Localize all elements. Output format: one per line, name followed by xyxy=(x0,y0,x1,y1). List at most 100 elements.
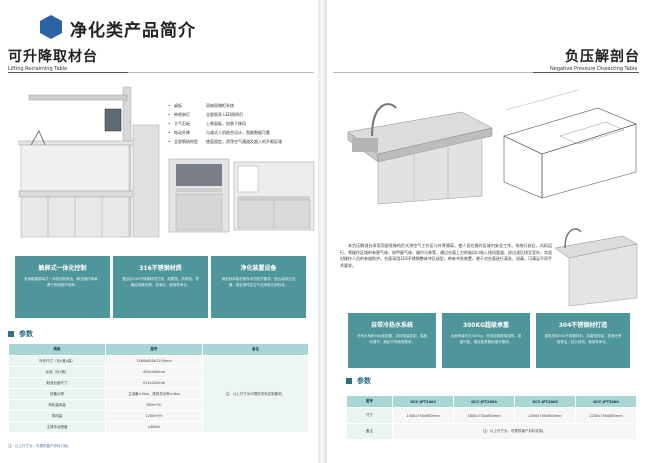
card-title: 300KG超级承重 xyxy=(462,322,510,329)
feature-item: •大气石板 上装面板，加装下移风 xyxy=(168,119,313,128)
feature-text: 全屏照亮 LED照明灯 xyxy=(206,112,244,117)
table-cell: 1500x750x850mm xyxy=(392,407,454,424)
card-description: 台面承重可达300kg，采用加强框架结构，稳固可靠，满足各类解剖操作需求。 xyxy=(450,334,522,344)
table-cell: 主操作台照度 xyxy=(8,421,106,433)
table-cell: 主设备≥3kw，排风总功率≥4kw xyxy=(105,388,203,400)
lifting-table-detail-image-2 xyxy=(233,161,315,231)
right-product-title: 负压解剖台 xyxy=(565,49,640,65)
feature-card-control: 触屏式一体化控制 采用触摸屏幕式一体化控制系统，解决操作简单，便于系统维护保养。 xyxy=(15,256,110,318)
feature-text: 大气石板 xyxy=(174,121,190,126)
page-title: 净化类产品简介 xyxy=(70,21,196,41)
table-cell: 排风量 xyxy=(8,410,106,422)
table-cell: 注：以上尺寸为，可提供客户非标定制。 xyxy=(392,423,637,440)
feature-text: 上装面板，加装下移风 xyxy=(206,121,246,126)
feature-text: • xyxy=(168,121,171,126)
card-title: 净化装置设备 xyxy=(240,265,277,272)
feature-text: • xyxy=(168,112,171,117)
table-cell: 注：以上尺寸为可提供非标定制服务。 xyxy=(202,355,309,433)
table-cell: GCC-JPT2400 xyxy=(392,395,454,408)
table-cell: GCC-JPT2800 xyxy=(514,395,576,408)
feature-card-steel: 304不锈钢材打造 整机采用304不锈钢材料，抗腐蚀性强，表面光滑易清洁，经久耐… xyxy=(536,313,630,368)
table-row: 备注 注：以上尺寸为，可提供客户非标定制。 xyxy=(346,423,637,440)
table-row: 尺寸 1500x750x850mm 1800x750x850mm 2000x75… xyxy=(346,407,637,424)
card-description: 满足标本取材操作中的防护要求，配合高效过滤器，保证操作区空气洁净度达到标准。 xyxy=(221,277,296,287)
table-header-row: 型号 GCC-JPT2400 GCC-JPT2600 GCC-JPT2800 G… xyxy=(346,395,637,408)
table-cell: 规格 xyxy=(8,343,106,356)
lifting-table-detail-image-1 xyxy=(168,158,230,233)
left-product-title: 可升降取材台 xyxy=(8,49,98,65)
feature-text: 全部钢结构型 xyxy=(174,139,198,144)
left-title-rule xyxy=(8,72,128,73)
feature-card-water: 自带冷热水系统 冷热水系统为标准配置，支持恒温控制，温度可调节，满足不同使用需求… xyxy=(348,313,436,368)
table-cell: 400x400mm xyxy=(105,366,203,378)
card-title: 触屏式一体化控制 xyxy=(38,265,87,272)
table-cell: GCC-JPT3000 xyxy=(575,395,637,408)
feature-text: • xyxy=(168,139,171,144)
left-product-subtitle: Lifting Reclaiming Table xyxy=(8,66,68,72)
table-cell: 850m³/h xyxy=(105,399,203,411)
table-cell: 备注 xyxy=(202,343,309,356)
table-cell: ≥800lx xyxy=(105,421,203,433)
feature-item: •电动升降 与减式人机结合设计，智能数据可靠 xyxy=(168,128,313,137)
card-description: 整台由316不锈钢材质打造，耐腐蚀，防锈蚀，表面经特殊处理，易清洁，使用寿命长。 xyxy=(122,277,199,287)
dissecting-table-line-drawing xyxy=(503,90,637,199)
square-bullet-icon xyxy=(346,378,352,384)
table-cell: 净化装风量 xyxy=(8,399,106,411)
feature-card-load: 300KG超级承重 台面承重可达300kg，采用加强框架结构，稳固可靠，满足各类… xyxy=(442,313,530,368)
card-description: 冷热水系统为标准配置，支持恒温控制，温度可调节，满足不同使用需求。 xyxy=(357,334,427,344)
card-description: 整机采用304不锈钢材料，抗腐蚀性强，表面光滑易清洁，经久耐用，使用寿命长。 xyxy=(544,334,622,344)
feature-text: 桌板 xyxy=(174,103,182,108)
feature-text: 双抽屉储柜系统 xyxy=(206,103,234,108)
right-title-rule xyxy=(533,72,639,73)
table-header-row: 规格 型号 备注 xyxy=(8,343,309,356)
feature-card-material: 316不锈钢材质 整台由316不锈钢材质打造，耐腐蚀，防锈蚀，表面经特殊处理，易… xyxy=(113,256,208,318)
table-cell: 取液台面尺寸 xyxy=(8,377,106,389)
feature-text: • xyxy=(168,130,171,135)
right-spec-table: 型号 GCC-JPT2400 GCC-JPT2600 GCC-JPT2800 G… xyxy=(346,395,637,440)
table-cell: 备注 xyxy=(346,423,393,440)
hexagon-logo-icon xyxy=(40,15,62,39)
feature-item: •桌板 双抽屉储柜系统 xyxy=(168,101,313,110)
right-param-heading: 参数 xyxy=(346,376,371,386)
table-cell: 915x420mm xyxy=(105,377,203,389)
page-spine xyxy=(318,0,327,463)
left-title-rule-thin xyxy=(128,72,314,73)
feature-text: 带喷淋灯 xyxy=(174,112,190,117)
section-title: 参数 xyxy=(357,377,371,385)
intro-paragraph: 本负压解剖台采用顶部进微的负式排空气工作区与外界隔离，使人员在操作区域内安全工作… xyxy=(340,243,552,268)
card-title: 自带冷热水系统 xyxy=(370,322,413,329)
table-cell: 2000x750x850mm xyxy=(514,407,576,424)
feature-text: 使面固定，质净空气通道及超入的开眼区域 xyxy=(206,139,282,144)
right-page xyxy=(327,0,645,463)
table-cell: 1800x750x850mm xyxy=(453,407,515,424)
table-row: 水池（长x宽）400x400mm xyxy=(8,366,309,378)
table-cell: 1560x800x2100mm xyxy=(105,355,203,367)
table-cell: 水池（长x宽） xyxy=(8,366,106,378)
table-cell: 1200m³/h xyxy=(105,410,203,422)
card-title: 316不锈钢材质 xyxy=(139,265,182,272)
feature-text: • xyxy=(168,103,171,108)
feature-text: 与减式人机结合设计，智能数据可靠 xyxy=(206,130,270,135)
dissecting-table-side-image xyxy=(554,228,638,307)
table-cell: 尺寸 xyxy=(346,407,393,424)
section-title: 参数 xyxy=(19,330,33,338)
right-title-rule-thin xyxy=(333,72,533,73)
table-cell: 设备功率 xyxy=(8,388,106,400)
card-title: 304不锈钢材打造 xyxy=(558,322,608,329)
right-product-subtitle: Negative Pressure Dissecting Table xyxy=(550,66,638,72)
card-description: 采用触摸屏幕式一体化控制系统，解决操作简单，便于系统维护保养。 xyxy=(24,277,101,287)
lifting-table-main-image xyxy=(18,86,160,238)
dissecting-table-main-image xyxy=(347,103,493,205)
table-row: 主操作台照度≥800lx xyxy=(8,421,309,433)
feature-list: •桌板双抽屉储柜系统 •带喷淋灯全屏照亮 LED照明灯 •大气石板上装面板，加装… xyxy=(168,101,313,146)
feature-item: •全部钢结构型 使面固定，质净空气通道及超入的开眼区域 xyxy=(168,137,313,146)
table-cell: 型号 xyxy=(346,395,393,408)
table-cell: GCC-JPT2600 xyxy=(453,395,515,408)
table-cell: 2200x750x850mm xyxy=(575,407,637,424)
feature-text: 电动升降 xyxy=(174,130,190,135)
table-cell: 型号 xyxy=(105,343,203,356)
feature-card-purification: 净化装置设备 满足标本取材操作中的防护要求，配合高效过滤器，保证操作区空气洁净度… xyxy=(211,256,306,318)
square-bullet-icon xyxy=(8,331,14,337)
